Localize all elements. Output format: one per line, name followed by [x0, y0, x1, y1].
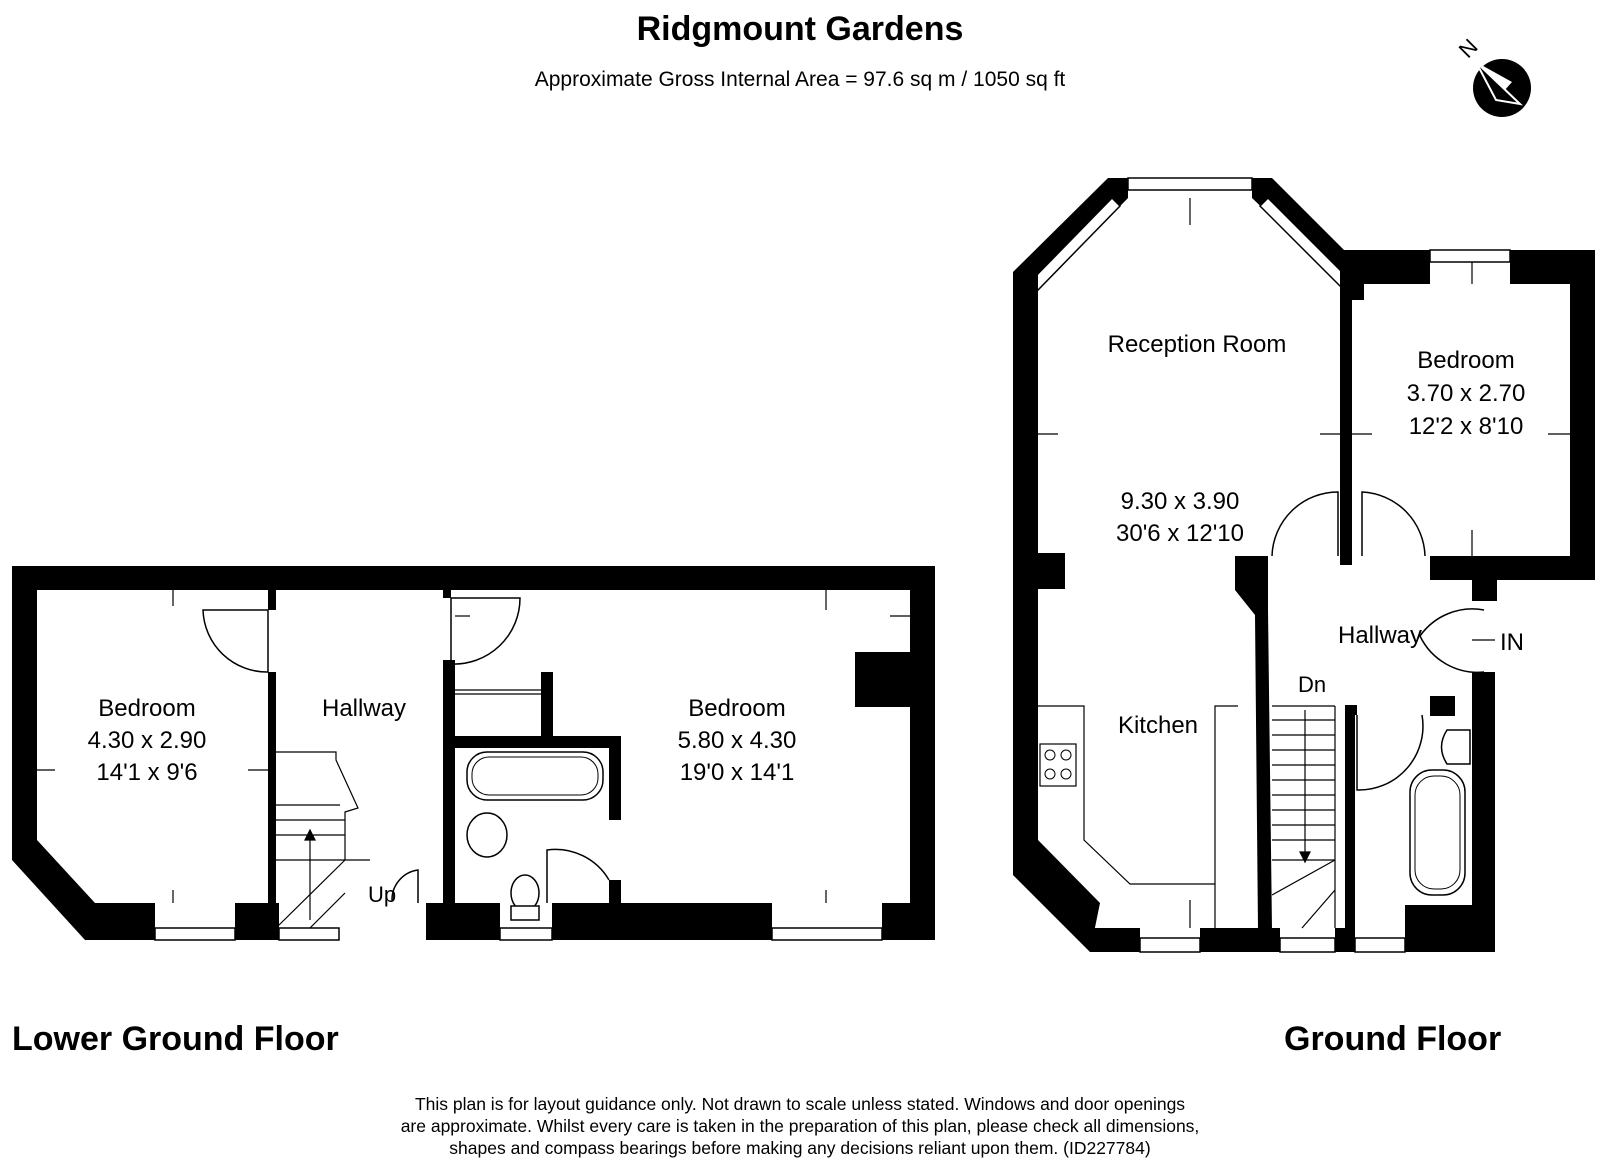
floor-label-ground: Ground Floor	[1284, 1020, 1502, 1058]
window	[771, 927, 883, 941]
door-swing	[202, 609, 269, 673]
dimension-arrows	[37, 590, 910, 903]
window	[499, 927, 553, 941]
wall	[12, 566, 37, 854]
entrance-label: IN	[1500, 629, 1524, 656]
stairs-lower	[275, 751, 370, 929]
lower-ground-floor-plan: Bedroom 4.30 x 2.90 14'1 x 9'6 Hallway B…	[12, 566, 935, 941]
room-name: Hallway	[1338, 622, 1422, 649]
window	[1127, 177, 1253, 191]
wall	[12, 840, 95, 940]
disclaimer-line: This plan is for layout guidance only. N…	[414, 1094, 1186, 1114]
room-dimensions-metric: 5.80 x 4.30	[678, 727, 797, 754]
hob-icon	[1039, 743, 1077, 787]
room-dimensions-imperial: 12'2 x 8'10	[1409, 413, 1524, 440]
door-swing	[1356, 714, 1424, 791]
room-dimensions-metric: 4.30 x 2.90	[88, 727, 207, 754]
wall	[1340, 270, 1352, 565]
disclaimer-line: shapes and compass bearings before makin…	[449, 1138, 1151, 1158]
bath-fixture	[466, 751, 604, 801]
room-dimensions-imperial: 30'6 x 12'10	[1116, 520, 1244, 547]
room-name: Bedroom	[98, 695, 195, 722]
room-name: Hallway	[322, 695, 406, 722]
north-arrow-icon: N	[1454, 34, 1531, 117]
wall	[1570, 250, 1595, 580]
room-dimensions-imperial: 19'0 x 14'1	[680, 759, 795, 786]
kitchen-worktop	[1038, 705, 1238, 885]
room-dimensions-metric: 9.30 x 3.90	[1121, 488, 1240, 515]
floor-label-lower-ground: Lower Ground Floor	[12, 1020, 339, 1058]
door-swing	[450, 597, 521, 665]
room-dimensions-metric: 3.70 x 2.70	[1407, 380, 1526, 407]
disclaimer-line: are approximate. Whilst every care is ta…	[400, 1116, 1200, 1136]
door-swing	[1361, 491, 1426, 557]
wall	[1013, 272, 1038, 852]
room-name: Kitchen	[1118, 712, 1198, 739]
room-dimensions-imperial: 14'1 x 9'6	[96, 759, 197, 786]
window	[1354, 937, 1406, 953]
basin-fixture	[466, 812, 508, 858]
room-name: Bedroom	[688, 695, 785, 722]
ground-floor-plan: Reception Room 9.30 x 3.90 30'6 x 12'10 …	[1013, 177, 1595, 953]
dimension-arrows	[1038, 198, 1570, 928]
room-name: Reception Room	[1108, 331, 1287, 358]
door-swing	[391, 869, 419, 903]
wall	[910, 566, 935, 940]
room-name: Bedroom	[1417, 347, 1514, 374]
page-title: Ridgmount Gardens	[636, 10, 964, 48]
disclaimer: This plan is for layout guidance only. N…	[0, 1093, 1600, 1159]
door-swing	[546, 848, 610, 903]
door-swing	[1271, 491, 1339, 557]
window	[1429, 249, 1511, 263]
compass-label: N	[1454, 34, 1483, 63]
chimney-breast	[855, 652, 910, 707]
stairs-label: Dn	[1298, 672, 1326, 697]
entrance-door-swing	[1419, 608, 1485, 674]
window	[1139, 937, 1201, 953]
window	[1279, 937, 1336, 953]
window	[154, 927, 236, 941]
stairs-label: Up	[368, 882, 396, 907]
basin-fixture	[1440, 729, 1471, 765]
window	[278, 927, 340, 941]
gross-area-subtitle: Approximate Gross Internal Area = 97.6 s…	[534, 68, 1066, 91]
stairs-ground	[1271, 705, 1336, 929]
wall	[12, 566, 935, 590]
bath-fixture	[1409, 769, 1466, 896]
